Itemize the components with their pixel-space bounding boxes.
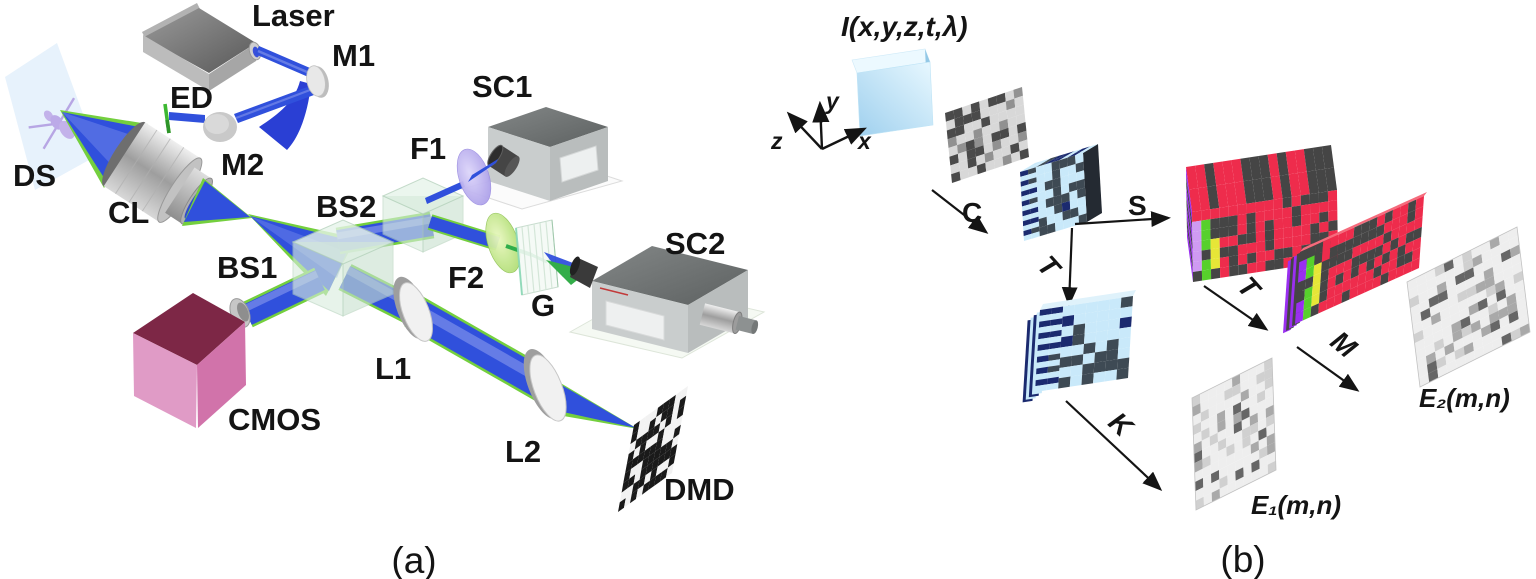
arrow-m (1296, 346, 1360, 392)
label-ds: DS (13, 158, 56, 193)
diffuser-ed (163, 103, 171, 134)
label-e2: E₂(m,n) (1419, 383, 1510, 413)
label-cmos: CMOS (228, 402, 321, 437)
panel-b: y x z C S T K E₁(m, (770, 11, 1531, 579)
caption-b: (b) (1220, 539, 1265, 579)
label-l1: L1 (375, 351, 411, 386)
label-m2: M2 (221, 147, 264, 182)
label-op-s: S (1128, 190, 1147, 221)
beam-cl-focus (182, 178, 252, 226)
beam-m2-ed (169, 112, 205, 123)
grating-g (515, 219, 559, 296)
coded-cube-stripes (1020, 167, 1040, 241)
label-bs1: BS1 (217, 250, 277, 285)
label-input-datacube: I(x,y,z,t,λ) (841, 11, 968, 42)
label-sc2: SC2 (665, 226, 725, 261)
arrow-s (1074, 211, 1171, 227)
lens-l2 (523, 349, 567, 422)
arrow-t-right (1203, 285, 1269, 331)
label-f2: F2 (448, 260, 484, 295)
beam-l1-l2 (404, 295, 557, 404)
label-op-t-down: T (1031, 250, 1067, 286)
label-m1: M1 (332, 38, 375, 73)
cmos-camera (133, 293, 251, 428)
red-cube-top (1186, 145, 1337, 212)
label-op-c: C (962, 197, 982, 228)
beam-bs2-f2 (427, 214, 501, 251)
beam-f1-sc1 (468, 159, 498, 182)
label-l2: L2 (505, 434, 541, 469)
label-op-m: M (1325, 325, 1363, 364)
arrow-t-down (1061, 227, 1078, 307)
coding-mask (945, 87, 1029, 183)
lens-l1 (393, 276, 433, 342)
laser-box (142, 3, 262, 91)
label-ed: ED (170, 80, 213, 115)
label-e1: E₁(m,n) (1251, 490, 1341, 520)
label-sc1: SC1 (472, 69, 532, 104)
label-laser: Laser (252, 0, 335, 33)
streak-camera-sc2 (568, 246, 766, 359)
beamsplitter-bs2 (381, 177, 465, 253)
beam-l2-dmd (542, 372, 638, 429)
caption-a: (a) (391, 540, 436, 579)
arrow-k (1065, 400, 1163, 492)
shearb-front (1058, 296, 1133, 389)
mirror-m1 (306, 65, 329, 98)
panel-a: Laser M1 ED M2 DS CL BS1 BS2 F1 SC1 F2 G… (5, 0, 766, 579)
beam-m1-m2 (234, 86, 314, 123)
label-axis-x: x (856, 128, 872, 154)
e1-border (1191, 357, 1277, 511)
beamsplitter-bs1 (291, 219, 395, 317)
label-bs2: BS2 (316, 189, 376, 224)
sheared-spectral-panel (1283, 192, 1427, 334)
coordinate-axes (786, 100, 867, 151)
shearb-stripes (1035, 306, 1064, 392)
red-cube-left (1186, 167, 1193, 282)
label-f1: F1 (410, 131, 446, 166)
e2-border (1406, 226, 1531, 388)
beam-laser-m1 (255, 46, 317, 79)
sc2-barrel (699, 303, 759, 335)
label-op-k: K (1103, 406, 1140, 444)
sc1-lens (487, 144, 520, 177)
mirror-m2 (203, 112, 237, 142)
coded-datacube (1020, 144, 1102, 241)
dmd-panel (618, 386, 688, 512)
coded-cube-top (1020, 144, 1098, 172)
e1-image (1192, 358, 1276, 510)
arrow-c (931, 189, 989, 234)
label-op-t-right: T (1231, 271, 1267, 307)
spectral-cube (1186, 145, 1338, 282)
beam-bs2-f1 (425, 181, 465, 204)
sheared-blue-cube (1022, 290, 1136, 403)
label-axis-y: y (825, 88, 840, 114)
streak-camera-sc1 (460, 107, 624, 210)
label-g: G (531, 288, 555, 323)
label-dmd: DMD (664, 472, 735, 507)
label-cl: CL (108, 195, 149, 230)
shearr-front (1295, 196, 1424, 324)
label-axis-z: z (770, 128, 783, 154)
lens-cl (102, 121, 213, 225)
input-datacube (851, 48, 934, 137)
